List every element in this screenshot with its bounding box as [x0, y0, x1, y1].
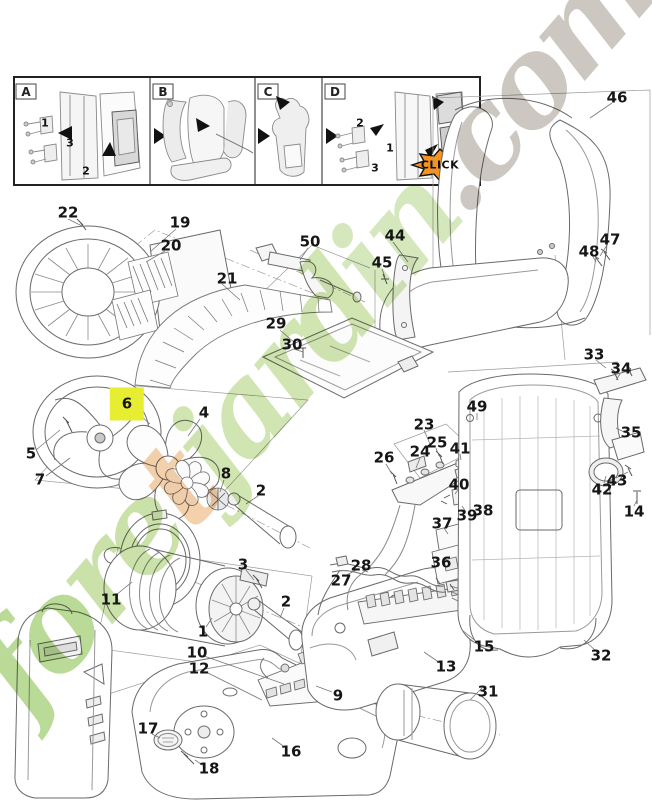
part-label-3[interactable]: 3 [237, 555, 249, 574]
cone-2b [247, 597, 304, 651]
part-label-50[interactable]: 50 [299, 232, 321, 251]
part-label-21[interactable]: 21 [216, 269, 238, 288]
part-label-30[interactable]: 30 [281, 335, 303, 354]
panel-letter-B: B [158, 85, 168, 99]
part-label-37[interactable]: 37 [431, 514, 453, 533]
part-label-20[interactable]: 20 [160, 236, 182, 255]
part-label-36[interactable]: 36 [430, 553, 452, 572]
part-label-39[interactable]: 39 [456, 506, 478, 525]
backplate-32 [457, 373, 613, 658]
part-label-31[interactable]: 31 [477, 682, 499, 701]
cone-2a [227, 492, 297, 549]
part-label-13[interactable]: 13 [435, 657, 457, 676]
part-label-7[interactable]: 7 [34, 470, 46, 489]
strap-50 [255, 243, 362, 303]
part-label-26[interactable]: 26 [373, 448, 395, 467]
part-label-35[interactable]: 35 [620, 423, 642, 442]
plate-29 [261, 317, 435, 399]
part-label-14[interactable]: 14 [623, 502, 645, 521]
panel-a-step-2: 2 [82, 164, 90, 178]
part-label-29[interactable]: 29 [265, 314, 287, 333]
part-label-25[interactable]: 25 [426, 433, 448, 452]
part-label-11[interactable]: 11 [100, 590, 122, 609]
part-label-2[interactable]: 2 [280, 592, 292, 611]
part-label-43[interactable]: 43 [606, 471, 628, 490]
brand-badge-17 [153, 729, 183, 751]
part-label-34[interactable]: 34 [610, 359, 632, 378]
part-label-9[interactable]: 9 [332, 686, 344, 705]
part-label-42[interactable]: 42 [591, 480, 613, 499]
part-label-23[interactable]: 23 [413, 415, 435, 434]
part-label-33[interactable]: 33 [583, 345, 605, 364]
part-label-5[interactable]: 5 [25, 444, 37, 463]
panel-letter-A: A [21, 85, 31, 99]
panel-c-art [272, 96, 310, 177]
part-label-12[interactable]: 12 [188, 659, 210, 678]
part-label-44[interactable]: 44 [384, 226, 406, 245]
part-label-38[interactable]: 38 [472, 501, 494, 520]
leader-lines [35, 102, 638, 767]
panel-letter-D: D [330, 85, 340, 99]
panel-a-art [23, 91, 141, 181]
part-label-27[interactable]: 27 [330, 571, 352, 590]
panel-d-step-2: 2 [356, 116, 364, 130]
part-label-40[interactable]: 40 [448, 475, 470, 494]
part-label-24[interactable]: 24 [409, 442, 431, 461]
panel-a-step-3: 3 [66, 136, 74, 150]
panel-letter-C: C [263, 85, 273, 99]
part-label-32[interactable]: 32 [590, 646, 612, 665]
cylinder-31 [375, 683, 497, 760]
part-label-46[interactable]: 46 [606, 88, 628, 107]
duct-21 [134, 284, 333, 389]
unit-overview [14, 603, 113, 799]
part-label-18[interactable]: 18 [198, 759, 220, 778]
part-label-17[interactable]: 17 [137, 719, 159, 738]
motor-1 [103, 545, 269, 647]
hip-belt-44 [379, 254, 569, 350]
latch-group-right [588, 248, 647, 504]
part-label-19[interactable]: 19 [169, 213, 191, 232]
part-label-10[interactable]: 10 [186, 643, 208, 662]
panel-d-step-1: 1 [386, 141, 394, 155]
part-label-1[interactable]: 1 [197, 622, 209, 641]
part-label-41[interactable]: 41 [449, 439, 471, 458]
part-label-6[interactable]: 6 [109, 387, 145, 421]
panel-arrow-icons [154, 128, 338, 144]
part-label-47[interactable]: 47 [599, 230, 621, 249]
part-label-16[interactable]: 16 [280, 742, 302, 761]
part-label-49[interactable]: 49 [466, 397, 488, 416]
panel-a-step-1: 1 [41, 116, 49, 130]
panel-b-art [162, 94, 254, 181]
click-badge-label: CLICK [420, 158, 460, 172]
part-label-22[interactable]: 22 [57, 203, 79, 222]
part-label-48[interactable]: 48 [578, 242, 600, 261]
part-label-15[interactable]: 15 [473, 637, 495, 656]
impeller-8 [161, 457, 230, 511]
part-label-4[interactable]: 4 [198, 403, 210, 422]
part-label-8[interactable]: 8 [220, 464, 232, 483]
panel-d-step-3: 3 [371, 161, 379, 175]
grille-20 [111, 251, 179, 341]
part-label-45[interactable]: 45 [371, 253, 393, 272]
part-label-2[interactable]: 2 [255, 481, 267, 500]
part-label-28[interactable]: 28 [350, 556, 372, 575]
